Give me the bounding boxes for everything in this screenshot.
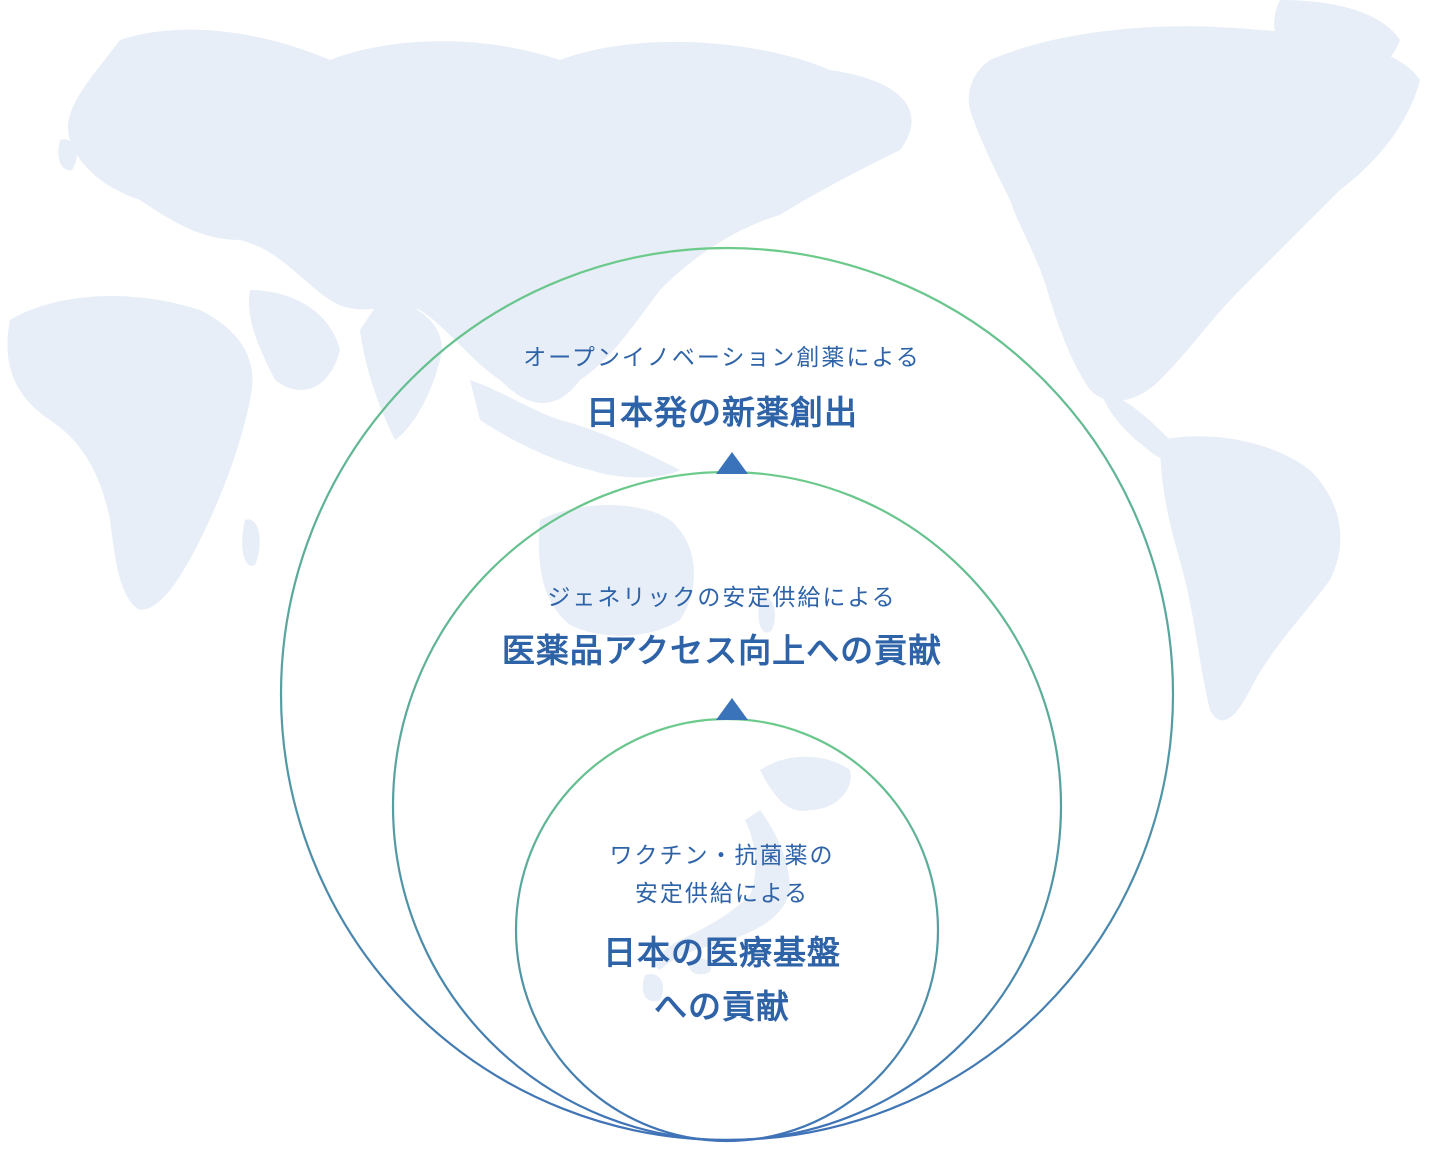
middle-subtitle: ジェネリックの安定供給による	[547, 585, 897, 611]
map-eurasia	[68, 29, 912, 404]
map-new-zealand	[758, 597, 775, 633]
map-scandinavia	[130, 89, 207, 194]
map-british-isles	[58, 139, 77, 171]
map-arabia	[249, 290, 340, 390]
map-southeast-asia	[470, 380, 680, 478]
map-north-america	[968, 26, 1420, 401]
inner-title-line2: への貢献	[654, 987, 790, 1026]
world-map-background	[7, 0, 1420, 721]
japan-honshu	[656, 810, 790, 970]
map-japan-upper	[594, 276, 612, 302]
outer-title: 日本発の新薬創出	[586, 393, 858, 432]
arrow-up-to-outer	[716, 452, 748, 474]
map-south-america	[1160, 436, 1341, 721]
inner-title-line1: 日本の医療基盤	[603, 933, 841, 972]
map-india	[360, 300, 442, 440]
outer-subtitle: オープンイノベーション創薬による	[523, 345, 921, 371]
japan-hokkaido	[760, 756, 851, 811]
japan-map-inner	[642, 756, 851, 1002]
inner-subtitle-line1: ワクチン・抗菌薬の	[609, 843, 835, 869]
arrow-up-to-middle	[716, 698, 748, 720]
japan-shikoku	[688, 958, 712, 975]
japan-kyushu	[642, 974, 664, 1002]
map-africa	[7, 296, 253, 610]
map-central-america	[1100, 390, 1175, 460]
middle-title: 医薬品アクセス向上への貢献	[501, 631, 943, 670]
inner-subtitle-line2: 安定供給による	[634, 881, 810, 907]
map-greenland	[1274, 0, 1400, 83]
map-australia	[538, 505, 694, 636]
arrows	[716, 452, 748, 720]
map-madagascar	[242, 519, 260, 566]
middle-circle	[391, 470, 1063, 1142]
